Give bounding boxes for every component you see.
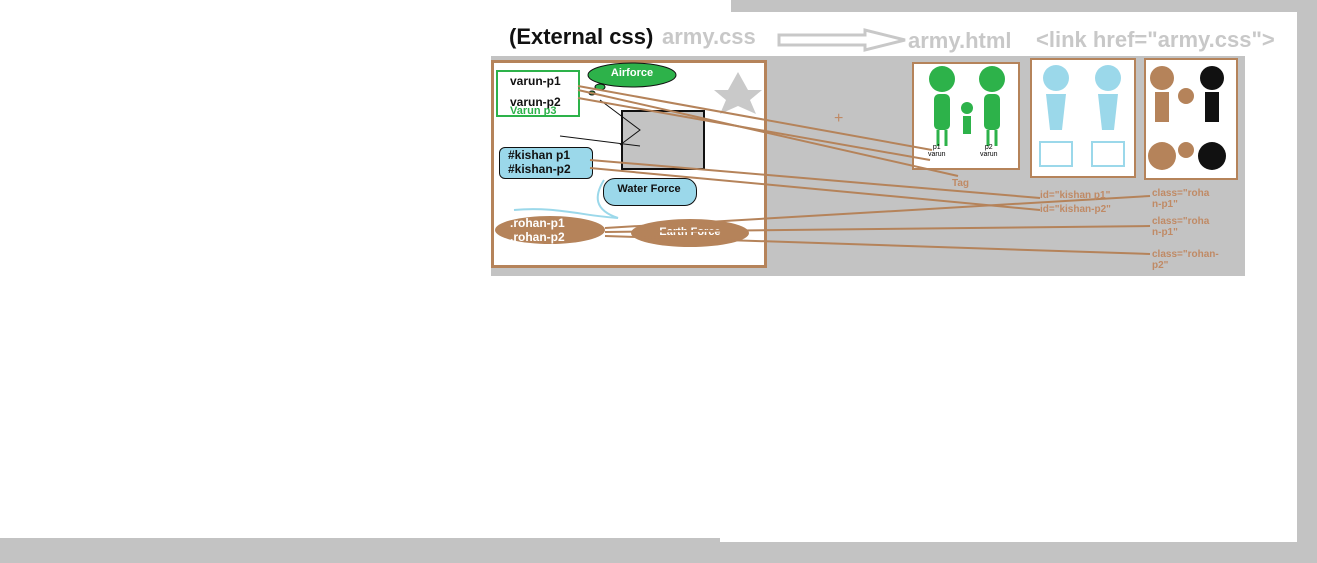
rohan-p1-selector: .rohan-p1 (510, 216, 565, 230)
kishan-figures (1039, 65, 1125, 167)
frame-bottom-bar (0, 542, 1317, 563)
star-icon (714, 72, 762, 114)
rohan-selector-bubble (495, 216, 605, 244)
airforce-cloud (587, 62, 677, 96)
frame-top-bar (731, 0, 1317, 12)
black-connector-lines (559, 99, 641, 147)
rohan-figures (1148, 66, 1226, 170)
water-outline (513, 179, 619, 219)
tag-label: Tag (952, 178, 970, 189)
card-varun-p1-label: p1 varun (928, 144, 946, 158)
class-rohan-p1-attr-b: class="roha n-p1" (1152, 216, 1210, 238)
class-rohan-p2-attr: class="rohan- p2" (1152, 249, 1219, 271)
plus-sign: + (834, 110, 844, 127)
class-rohan-p1-attr-a: class="roha n-p1" (1152, 188, 1210, 210)
kishan-selector-bubble (499, 147, 593, 179)
frame-right-bar (1297, 0, 1317, 563)
frame-bottom-notch (0, 538, 720, 544)
kishan-p2-selector: #kishan-p2 (508, 162, 571, 176)
varun-figures (929, 66, 1005, 146)
id-kishan-p1-attr: id="kishan p1" (1040, 190, 1111, 201)
css-file-name: army.css (662, 24, 756, 49)
varun-selector-box (496, 70, 580, 117)
id-kishan-p2-attr: id="kishan-p2" (1040, 204, 1111, 215)
varun-p2-selector: varun-p2 (510, 95, 561, 109)
html-file-name: army.html (908, 28, 1012, 53)
gray-box (621, 110, 705, 170)
varun-p3-selector: Varun p3 (510, 105, 557, 117)
arrow-icon (777, 28, 906, 52)
varun-p1-selector: varun-p1 (510, 74, 561, 88)
kishan-p1-selector: #kishan p1 (508, 148, 571, 162)
card-varun-p2-label: p2 varun (980, 144, 998, 158)
external-css-title: (External css) (509, 24, 654, 49)
water-force-label: Water Force (617, 183, 681, 195)
airforce-label: Airforce (610, 67, 654, 79)
rohan-p2-selector: .rohan-p2 (510, 230, 565, 244)
link-tag-text: <link href="army.css"> (1036, 27, 1275, 52)
water-force-bubble (603, 178, 697, 206)
